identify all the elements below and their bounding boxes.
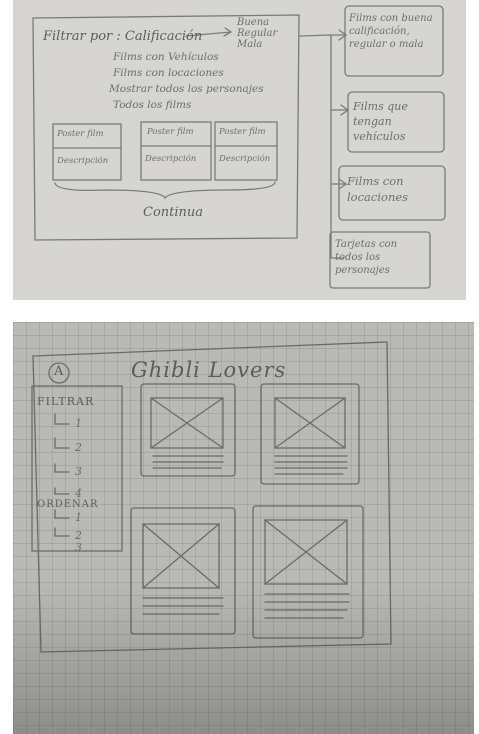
logo-circle [48,362,70,384]
film-card-2 [260,383,360,485]
photo-shadow [13,582,474,734]
continue-label: Continua [143,205,204,220]
order-item-3: 3 [75,541,82,554]
card-3-poster: Poster film [219,127,266,137]
sketch-bottom-lines [31,341,392,653]
filter-item-1: 1 [75,417,82,430]
result-box-2 [347,91,445,153]
card-1-description: Descripción [57,156,109,166]
logo-letter: A [54,364,64,379]
order-heading: ORDENAR [37,499,99,510]
continue-brace [54,181,276,200]
card-2-outline [140,121,212,181]
sketch-photo-bottom: A Ghibli Lovers FILTRAR 1 2 3 4 ORDENAR … [13,322,474,734]
order-item-1: 1 [75,511,82,524]
card-1-poster: Poster film [57,129,104,139]
main-frame [32,14,300,241]
result-box-3 [338,165,446,221]
menu-item-1: Films con Vehículos [113,51,219,63]
menu-item-4: Todos los films [113,99,192,111]
rating-option-3: Mala [237,39,263,50]
menu-item-2: Films con locaciones [113,67,224,79]
order-item-2: 2 [75,529,82,542]
result-box-4 [329,231,431,289]
card-2-description: Descripción [145,154,197,164]
result-4-text: Tarjetas con todos los personajes [335,239,398,276]
sidebar-frame [31,385,123,552]
rating-option-2: Regular [237,28,278,39]
result-1-text: Films con buena calificación, regular o … [349,13,433,50]
filter-heading: FILTRAR [37,395,95,408]
rating-option-1: Buena [237,17,270,28]
connector-tree [299,34,349,259]
card-2-poster: Poster film [147,127,194,137]
film-card-3 [130,507,236,635]
result-box-1 [344,5,444,77]
film-card-1 [140,383,236,477]
filter-label: Filtrar por : Calificación [43,29,203,44]
sketch-photo-top: Filtrar por : Calificación Buena Regular… [13,0,466,300]
card-3-description: Descripción [219,154,271,164]
menu-item-3: Mostrar todos los personajes [109,83,264,95]
filter-item-4: 4 [75,487,82,500]
page-title: Ghibli Lovers [131,358,287,382]
filter-item-2: 2 [75,441,82,454]
result-2-text: Films que tengan vehículos [353,100,408,143]
page-frame [32,341,392,653]
filter-item-3: 3 [75,465,82,478]
card-3-outline [214,121,278,181]
result-3-text: Films con locaciones [347,174,409,204]
film-card-4 [252,505,364,639]
sketch-top-lines [32,5,446,289]
card-1-outline [52,123,122,181]
